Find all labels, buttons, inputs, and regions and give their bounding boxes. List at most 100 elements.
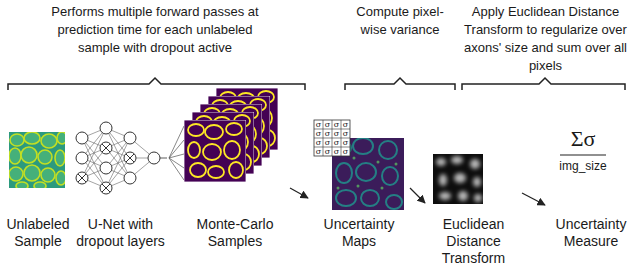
bracket: [462, 78, 625, 90]
graphic: [439, 192, 451, 200]
flow-arrow: [522, 193, 545, 205]
unlabeled-image: [2, 128, 72, 214]
variance-cell: σ: [323, 138, 332, 147]
graphic: [9, 167, 23, 181]
map-panel: Uncertainty Maps: [308, 118, 410, 250]
graphic: [439, 174, 447, 186]
step-heading: Performs multiple forward passes at pred…: [35, 3, 275, 57]
graphic: [100, 122, 112, 134]
graphic: [395, 163, 398, 166]
graphic: [382, 167, 398, 185]
graphic: [433, 154, 483, 204]
variance-cell: σ: [323, 129, 332, 138]
graphic: [34, 182, 46, 188]
graphic: [148, 152, 160, 164]
edt-image: [425, 148, 520, 214]
graphic: [470, 159, 480, 169]
graphic: [451, 156, 463, 164]
fan-connector: [169, 126, 184, 180]
variance-cell: σ: [341, 129, 350, 138]
graphic: [377, 161, 380, 164]
variance-cell: σ: [332, 120, 341, 129]
graphic: [336, 190, 356, 206]
graphic: [55, 150, 65, 166]
fraction-bar: [560, 154, 606, 155]
step-heading: Apply Euclidean Distance Transform to re…: [463, 3, 628, 75]
flow-arrow: [290, 188, 308, 198]
graphic: [454, 173, 466, 183]
graphic: [357, 185, 360, 188]
graphic: [124, 132, 136, 144]
variance-cell: σ: [332, 138, 341, 147]
graphic: [379, 141, 397, 159]
variance-cell: σ: [314, 120, 323, 129]
variance-cell: σ: [314, 147, 323, 156]
graphic: [474, 194, 482, 202]
graphic: [436, 156, 482, 202]
variance-cell: σ: [323, 120, 332, 129]
graphic: [82, 128, 154, 188]
graphic: [56, 171, 65, 185]
stage-caption: Uncertainty Measure: [545, 216, 637, 250]
graphic: [436, 158, 446, 166]
graphic: [21, 147, 37, 163]
bracket: [345, 78, 455, 90]
sample-panel: Unlabeled Sample: [2, 128, 74, 250]
graphic: [353, 157, 356, 160]
formula-text: Σσ: [553, 125, 613, 153]
stage-caption: U-Net with dropout layers: [72, 216, 169, 250]
graphic: [160, 158, 167, 159]
graphic: [24, 165, 40, 181]
graphic: [76, 132, 88, 144]
variance-cell: σ: [341, 147, 350, 156]
network-panel: U-Net with dropout layers: [72, 110, 169, 250]
stage-caption: Monte-Carlo Samples: [180, 216, 290, 250]
graphic: [333, 138, 402, 209]
graphic: [57, 132, 65, 144]
graphic: [337, 157, 398, 190]
graphic: [458, 191, 468, 201]
graphic: [9, 132, 65, 188]
graphic: [41, 168, 55, 182]
graphic: [76, 152, 88, 164]
graphic: [332, 138, 404, 210]
variance-cell: σ: [341, 138, 350, 147]
graphic: [124, 172, 136, 184]
graphic: [314, 120, 350, 156]
graphic: [353, 138, 373, 154]
graphic: [436, 156, 482, 202]
graphic: [184, 120, 246, 182]
graphic: [361, 190, 379, 206]
variance-cell: σ: [314, 138, 323, 147]
graphic: [386, 195, 402, 209]
variance-cell: σ: [341, 120, 350, 129]
graphic: [337, 187, 340, 190]
variance-cell: σ: [332, 129, 341, 138]
unet-network: [72, 110, 167, 214]
graphic: [100, 162, 112, 174]
transform-panel: Euclidean Distance Transform: [425, 148, 522, 267]
flow-arrow: [410, 188, 425, 203]
samples-panel: Monte-Carlo Samples: [180, 88, 290, 250]
mc-sample-stack: [180, 88, 288, 214]
graphic: [336, 163, 352, 183]
graphic: [76, 122, 160, 194]
stage-caption: Unlabeled Sample: [2, 216, 74, 250]
uncertainty-map: [308, 118, 408, 214]
graphic: [381, 187, 384, 190]
stage-caption: Uncertainty Maps: [308, 216, 410, 250]
stage-caption: Euclidean Distance Transform: [425, 216, 522, 267]
graphic: [473, 177, 481, 187]
graphic: [10, 134, 24, 146]
graphic: [41, 134, 57, 148]
graphic: [24, 132, 40, 144]
graphic: [314, 120, 350, 156]
variance-cell: σ: [314, 129, 323, 138]
variance-cell: σ: [332, 147, 341, 156]
graphic: [9, 148, 21, 164]
graphic: [78, 144, 134, 192]
variance-cell: σ: [323, 147, 332, 156]
graphic: [38, 150, 52, 164]
step-heading: Compute pixel-wise variance: [350, 3, 450, 39]
